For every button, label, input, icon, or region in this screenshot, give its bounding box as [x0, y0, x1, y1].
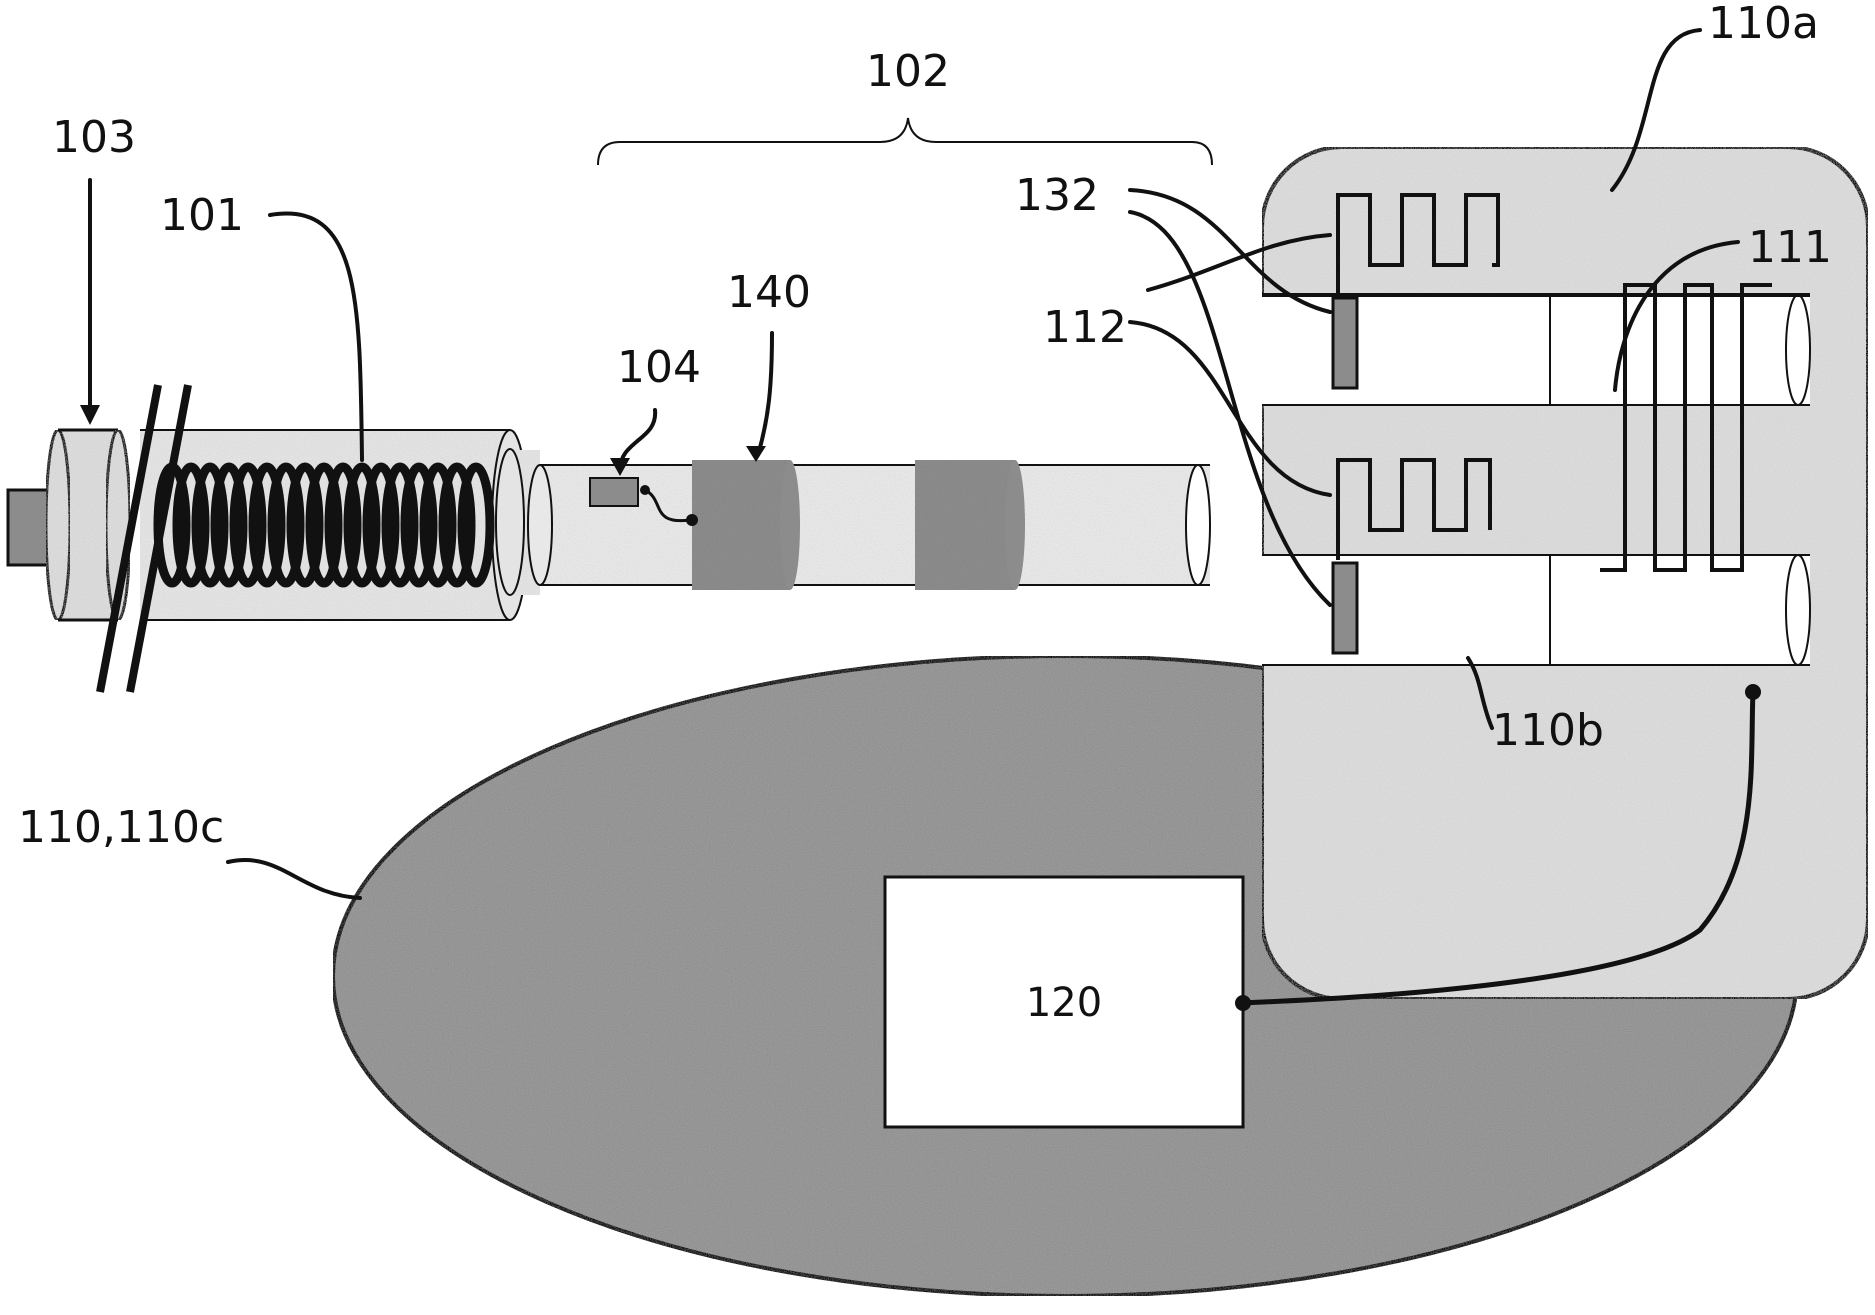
label-110a: 110a [1708, 0, 1819, 49]
brace-102 [598, 118, 1212, 165]
mid-tube [496, 449, 1210, 595]
sensor-chip-lower [1333, 563, 1357, 653]
label-103: 103 [52, 112, 136, 163]
sensor-104 [590, 478, 638, 506]
label-101: 101 [160, 190, 244, 241]
label-104: 104 [617, 342, 701, 393]
label-110c: 110,110c [18, 802, 224, 853]
leader-140 [758, 333, 772, 455]
band-second [915, 460, 1025, 590]
label-132: 132 [1015, 170, 1099, 221]
leader-103-head [80, 405, 100, 425]
leader-101 [270, 214, 362, 460]
label-140: 140 [727, 267, 811, 318]
label-120: 120 [1026, 980, 1102, 1026]
sensor-chip-upper [1333, 298, 1357, 388]
label-112: 112 [1043, 302, 1127, 353]
label-110b: 110b [1492, 705, 1604, 756]
leader-140-head [746, 446, 766, 462]
label-102: 102 [866, 46, 950, 97]
leader-110c [228, 860, 360, 898]
label-111: 111 [1748, 222, 1832, 273]
band-140 [692, 460, 800, 590]
